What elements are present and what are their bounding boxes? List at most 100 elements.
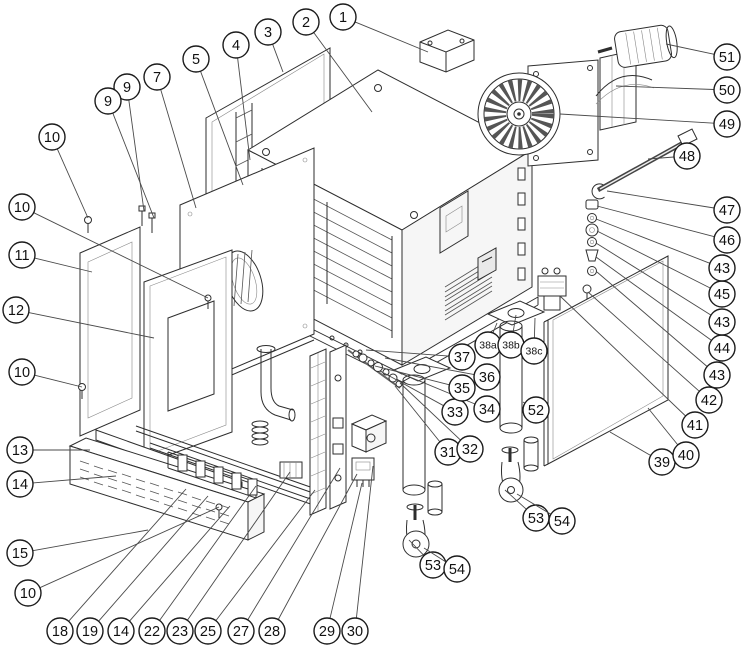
callout-2: 2 bbox=[292, 8, 373, 113]
callout-37: 37 bbox=[365, 343, 476, 371]
callout-15: 15 bbox=[6, 529, 149, 567]
legs bbox=[392, 300, 546, 516]
callout-14: 14 bbox=[6, 470, 117, 498]
callout-label: 30 bbox=[347, 624, 363, 640]
callout-52: 52 bbox=[522, 396, 550, 424]
callout-label: 34 bbox=[479, 402, 495, 418]
control-strip bbox=[309, 344, 347, 516]
callout-10: 10 bbox=[8, 358, 83, 388]
callout-9: 9 bbox=[113, 73, 145, 212]
callout-label: 53 bbox=[528, 511, 544, 527]
callout-30: 30 bbox=[341, 465, 374, 645]
callout-label: 45 bbox=[714, 287, 730, 303]
callout-label: 13 bbox=[12, 443, 28, 459]
casters bbox=[402, 446, 524, 558]
callout-label: 15 bbox=[12, 546, 28, 562]
callout-label: 14 bbox=[113, 624, 129, 640]
callout-5: 5 bbox=[182, 45, 244, 186]
callout-label: 47 bbox=[719, 203, 735, 219]
callout-label: 10 bbox=[20, 586, 36, 602]
callout-label: 43 bbox=[714, 261, 730, 277]
callout-label: 54 bbox=[449, 562, 465, 578]
callout-label: 10 bbox=[14, 365, 30, 381]
callout-22: 22 bbox=[138, 485, 257, 645]
callout-32: 32 bbox=[399, 382, 484, 463]
callout-40: 40 bbox=[647, 407, 700, 469]
callout-38b: 38b bbox=[497, 314, 525, 359]
callout-label: 48 bbox=[679, 149, 695, 165]
callout-label: 29 bbox=[319, 624, 335, 640]
callout-label: 31 bbox=[440, 445, 456, 461]
callout-label: 1 bbox=[339, 10, 347, 26]
callout-label: 28 bbox=[264, 624, 280, 640]
callout-label: 9 bbox=[104, 94, 112, 110]
callout-label: 41 bbox=[687, 418, 703, 434]
igniter-relay bbox=[351, 457, 375, 487]
callout-label: 50 bbox=[719, 83, 735, 99]
callout-label: 53 bbox=[425, 558, 441, 574]
screws bbox=[78, 216, 223, 518]
callout-50: 50 bbox=[615, 76, 741, 104]
callout-39: 39 bbox=[609, 431, 676, 476]
burner-assembly bbox=[167, 451, 258, 499]
callout-54: 54 bbox=[423, 547, 471, 583]
callout-label: 37 bbox=[454, 350, 470, 366]
callout-51: 51 bbox=[665, 43, 741, 71]
callout-7: 7 bbox=[143, 63, 197, 209]
callout-43: 43 bbox=[595, 242, 736, 336]
callout-13: 13 bbox=[6, 436, 90, 464]
callout-46: 46 bbox=[596, 205, 741, 254]
callout-54: 54 bbox=[516, 493, 576, 535]
callout-18: 18 bbox=[46, 488, 187, 645]
callout-label: 40 bbox=[678, 448, 694, 464]
callout-27: 27 bbox=[227, 467, 341, 645]
callout-label: 18 bbox=[52, 624, 68, 640]
callout-label: 36 bbox=[479, 370, 495, 386]
callout-14: 14 bbox=[107, 505, 231, 645]
callout-label: 10 bbox=[44, 130, 60, 146]
callout-label: 14 bbox=[12, 477, 28, 493]
callout-28: 28 bbox=[258, 473, 358, 645]
callout-label: 44 bbox=[714, 341, 730, 357]
terminal-block bbox=[279, 461, 303, 479]
callout-9: 9 bbox=[94, 87, 155, 219]
callout-41: 41 bbox=[559, 295, 709, 439]
callout-label: 9 bbox=[123, 80, 131, 96]
callout-49: 49 bbox=[559, 110, 741, 138]
callout-label: 19 bbox=[82, 624, 98, 640]
callout-1: 1 bbox=[329, 3, 429, 53]
callout-label: 51 bbox=[719, 50, 735, 66]
callout-label: 38a bbox=[479, 340, 497, 352]
callout-label: 27 bbox=[233, 624, 249, 640]
callout-label: 22 bbox=[144, 624, 160, 640]
callout-42: 42 bbox=[587, 291, 723, 414]
callout-label: 52 bbox=[528, 403, 544, 419]
callout-label: 35 bbox=[454, 381, 470, 397]
callout-label: 25 bbox=[200, 624, 216, 640]
side-panel bbox=[543, 255, 669, 467]
callout-label: 38b bbox=[502, 340, 520, 352]
callout-25: 25 bbox=[194, 489, 316, 645]
callout-label: 10 bbox=[14, 200, 30, 216]
callout-label: 39 bbox=[654, 455, 670, 471]
callout-label: 43 bbox=[709, 368, 725, 384]
callout-label: 2 bbox=[302, 15, 310, 31]
callout-10: 10 bbox=[14, 506, 220, 607]
fitting-stack bbox=[582, 183, 605, 300]
callout-label: 42 bbox=[701, 393, 717, 409]
hinge-pins bbox=[138, 205, 156, 233]
callout-label: 12 bbox=[8, 303, 24, 319]
callout-4: 4 bbox=[222, 31, 251, 161]
callout-53: 53 bbox=[408, 539, 447, 579]
fan-wheel bbox=[477, 72, 561, 156]
callout-label: 4 bbox=[232, 38, 240, 54]
callout-12: 12 bbox=[2, 296, 155, 339]
callout-label: 33 bbox=[447, 405, 463, 421]
callout-53: 53 bbox=[504, 489, 550, 532]
callout-43: 43 bbox=[596, 271, 731, 389]
callout-38a: 38a bbox=[474, 322, 502, 359]
gas-valve bbox=[350, 414, 388, 453]
callout-31: 31 bbox=[394, 385, 462, 466]
